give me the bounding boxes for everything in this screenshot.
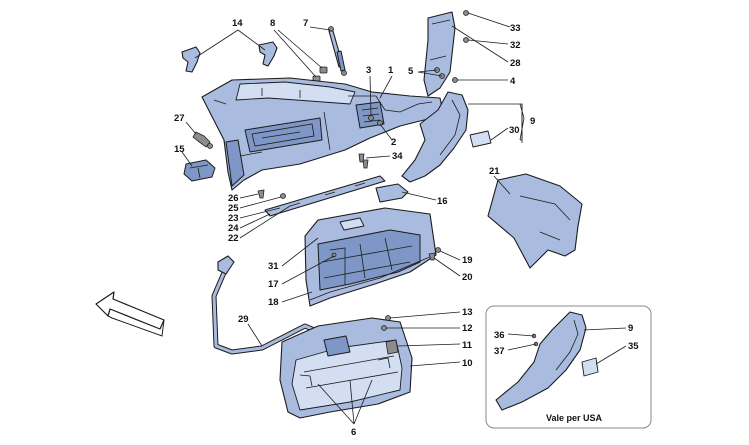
- direction-arrow-icon: [95, 291, 165, 337]
- screw-13-part: [385, 315, 391, 321]
- callout-28: 28: [510, 58, 521, 69]
- callout-33: 33: [510, 23, 521, 34]
- callout-12: 12: [462, 323, 473, 334]
- clip-34-parts: [358, 153, 369, 169]
- screw-25-part: [280, 193, 286, 199]
- callout-6: 6: [351, 427, 356, 438]
- callout-37: 37: [494, 346, 505, 357]
- callout-3: 3: [366, 65, 371, 76]
- glove-box-frame-part: [304, 207, 437, 307]
- callout-4: 4: [510, 76, 516, 87]
- screw-4-part: [452, 77, 458, 83]
- screw-20-part: [428, 252, 436, 261]
- bracket-16-part: [375, 183, 409, 203]
- screw-32-part: [463, 37, 469, 43]
- glove-box-housing-part: [201, 77, 444, 191]
- callout-32: 32: [510, 40, 521, 51]
- callout-7: 7: [303, 18, 308, 29]
- side-trim-panel-part: [401, 91, 469, 183]
- callout-36: 36: [494, 330, 505, 341]
- callout-17: 17: [268, 279, 279, 290]
- callout-9: 9: [530, 116, 535, 127]
- callout-26: 26: [228, 193, 239, 204]
- callout-19: 19: [462, 255, 473, 266]
- callout-15: 15: [174, 144, 185, 155]
- callout-10: 10: [462, 358, 473, 369]
- screw-33-part: [463, 10, 469, 16]
- callout-29: 29: [238, 314, 249, 325]
- washer-12-part: [381, 325, 387, 331]
- callout-13: 13: [462, 307, 473, 318]
- gas-strut-part: [328, 26, 347, 76]
- glove-box-door-part: [279, 317, 413, 419]
- callout-23: 23: [228, 213, 239, 224]
- callout-31: 31: [268, 261, 279, 272]
- cover-21-part: [487, 173, 583, 269]
- inset-caption: Vale per USA: [546, 413, 603, 423]
- mounting-bracket-part: [423, 11, 456, 97]
- callout-5: 5: [408, 66, 414, 77]
- leader-lines: [181, 12, 627, 425]
- callout-18: 18: [268, 297, 279, 308]
- callout-20: 20: [462, 272, 473, 283]
- clip-parts: [312, 66, 328, 83]
- callout-25: 25: [228, 203, 239, 214]
- callout-30: 30: [509, 125, 520, 136]
- callout-24: 24: [228, 223, 239, 234]
- fastener-parts: [368, 115, 383, 126]
- callout-21: 21: [489, 166, 500, 177]
- inset-box: Vale per USA: [485, 305, 652, 429]
- callout-1: 1: [388, 65, 394, 76]
- callout-2: 2: [391, 137, 396, 148]
- callout-22: 22: [228, 233, 239, 244]
- callout-16: 16: [437, 196, 448, 207]
- screw-26-part: [257, 189, 265, 199]
- callout-8: 8: [270, 18, 275, 29]
- callout-35: 35: [628, 341, 639, 352]
- callout-9-inset: 9: [628, 323, 633, 334]
- block-15-part: [183, 159, 216, 182]
- latch-11-part: [385, 339, 399, 355]
- pad-30-part: [469, 130, 492, 148]
- callout-34: 34: [392, 151, 403, 162]
- callout-27: 27: [174, 113, 185, 124]
- callouts: 14 8 7 3 1 2 5 33 32 28 4 9 30 34 27 15 …: [174, 18, 639, 438]
- bracket-right-part: [258, 41, 278, 67]
- hinge-bar-part: [264, 175, 386, 217]
- callout-11: 11: [462, 340, 473, 351]
- bracket-left-part: [181, 46, 201, 73]
- callout-14: 14: [232, 18, 243, 29]
- pin-27-part: [192, 131, 213, 149]
- screw-19-part: [435, 247, 441, 253]
